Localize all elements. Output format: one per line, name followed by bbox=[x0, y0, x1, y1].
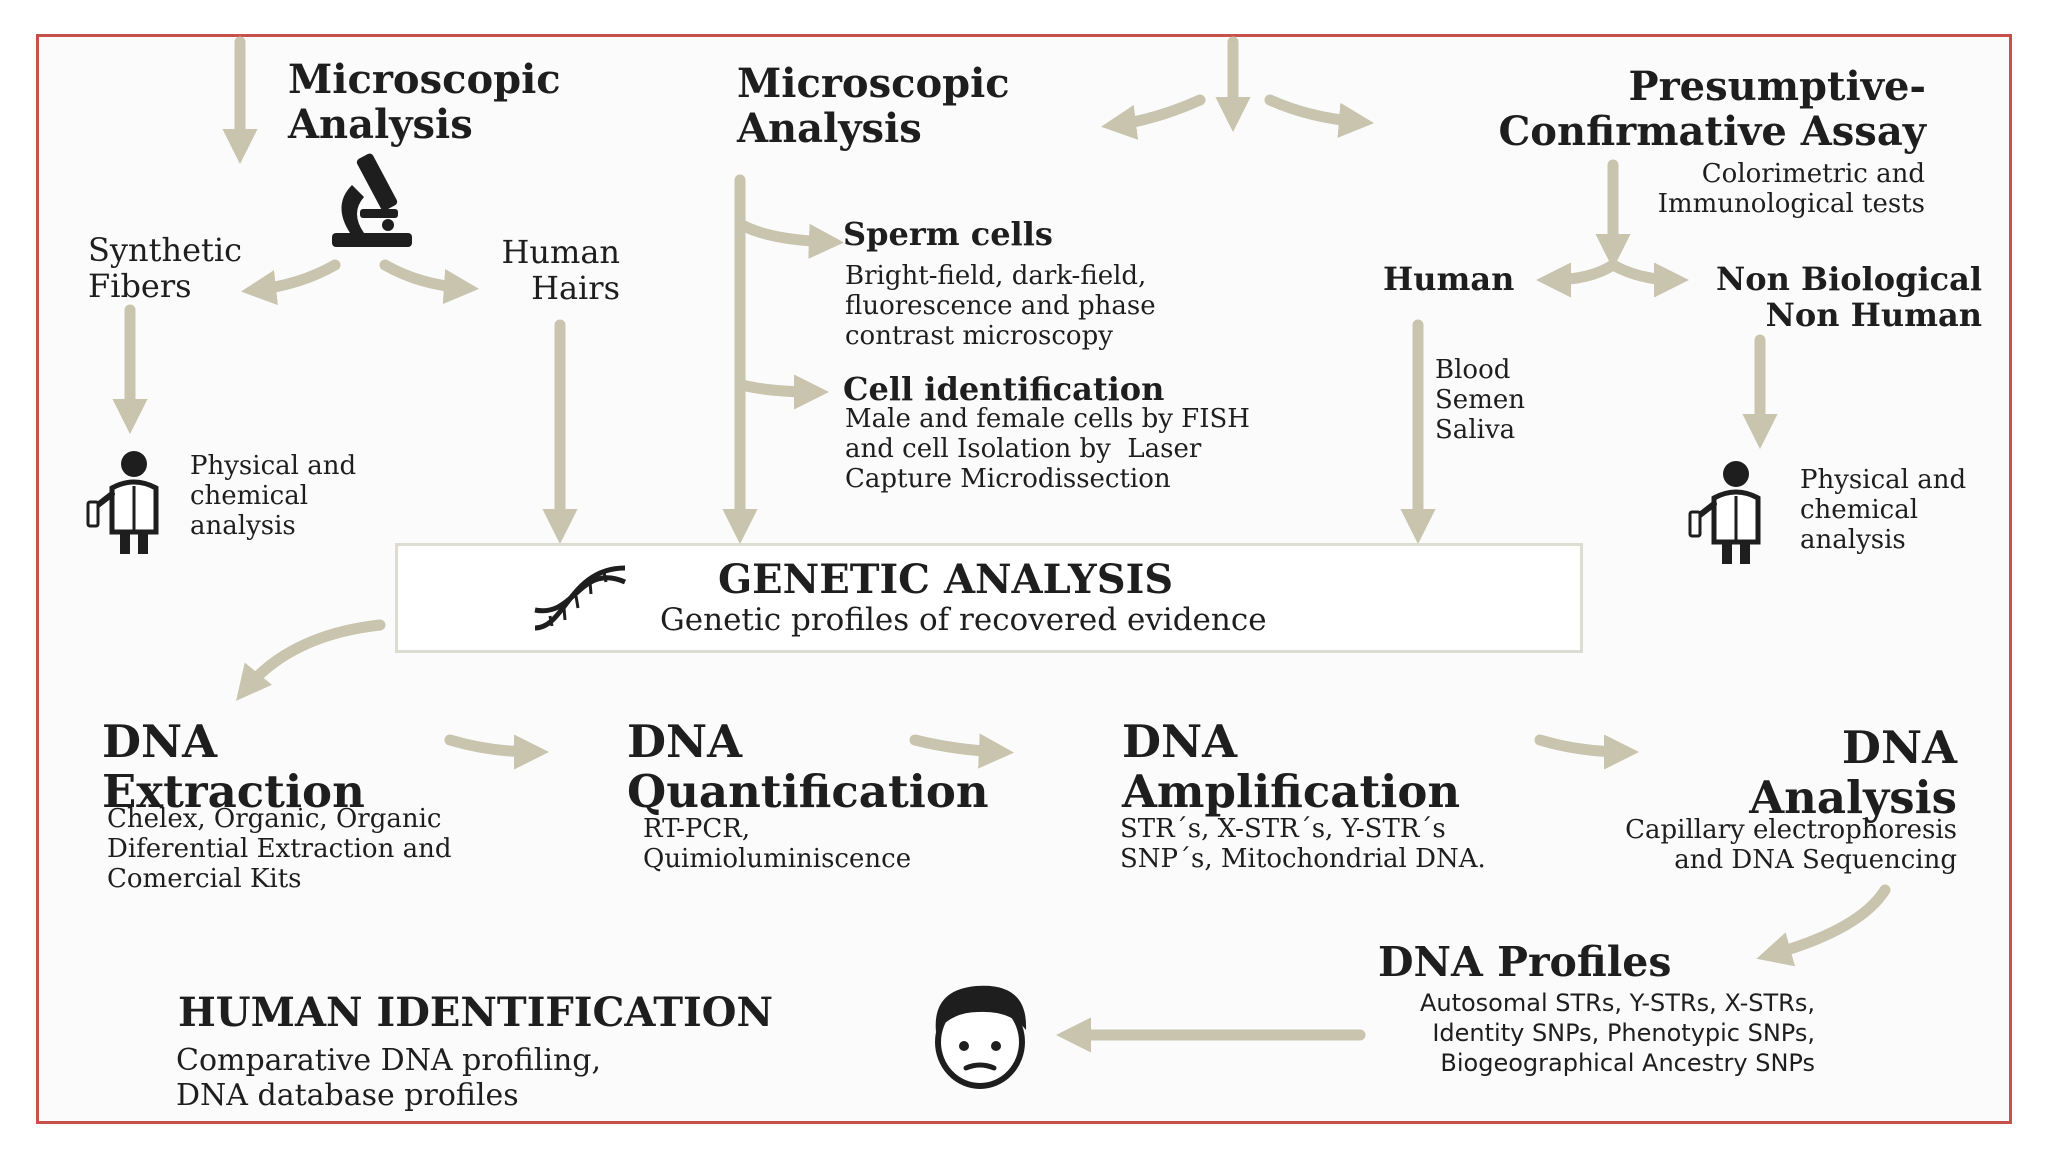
arrow-to-non-biological bbox=[1607, 259, 1690, 298]
dna-helix-icon bbox=[530, 560, 630, 639]
sperm-cells-text: Bright-field, dark-field, fluorescence a… bbox=[845, 261, 1156, 351]
step-analysis-text: Capillary electrophoresis and DNA Sequen… bbox=[1625, 815, 1957, 875]
scientist-icon bbox=[86, 448, 178, 562]
step-extraction-title: DNA Extraction bbox=[102, 715, 365, 819]
human-label: Human bbox=[1383, 260, 1515, 298]
arrow-center-right bbox=[1264, 94, 1375, 138]
arrow-to-sperm-cells bbox=[736, 219, 845, 259]
face-icon bbox=[918, 980, 1043, 1096]
microscope-icon bbox=[322, 145, 422, 254]
body-fluids-text: Blood Semen Saliva bbox=[1435, 355, 1525, 445]
col3-analysis-text: Physical and chemical analysis bbox=[1800, 465, 1967, 555]
cell-identification-text: Male and female cells by FISH and cell I… bbox=[845, 404, 1250, 494]
human-identification-title: HUMAN IDENTIFICATION bbox=[178, 989, 774, 1036]
arrow-to-human bbox=[1535, 259, 1619, 298]
genetic-analysis-subtitle: Genetic profiles of recovered evidence bbox=[660, 602, 1267, 638]
step-amplification-title: DNA Amplification bbox=[1122, 715, 1461, 819]
arrow-analysis-to-profiles bbox=[1756, 884, 1891, 967]
arrow-extraction-to-quantification bbox=[444, 734, 550, 770]
dna-profiles-title: DNA Profiles bbox=[1378, 938, 1672, 986]
synthetic-fibers-label: Synthetic Fibers bbox=[88, 231, 243, 305]
arrow-quantification-to-amplification bbox=[909, 733, 1015, 769]
col3-subtitle: Colorimetric and Immunological tests bbox=[1657, 159, 1925, 219]
scientist-icon bbox=[1688, 458, 1780, 572]
non-biological-label: Non Biological Non Human bbox=[1716, 260, 1982, 334]
sperm-cells-title: Sperm cells bbox=[843, 215, 1053, 253]
col3-title: Presumptive- Confirmative Assay bbox=[1498, 63, 1926, 155]
genetic-analysis-title: GENETIC ANALYSIS bbox=[718, 556, 1174, 603]
cell-identification-title: Cell identification bbox=[843, 370, 1165, 408]
step-analysis-title: DNA Analysis bbox=[1749, 721, 1957, 825]
step-quantification-title: DNA Quantification bbox=[627, 715, 989, 819]
arrow-to-cell-identification bbox=[736, 374, 830, 410]
arrow-to-synthetic-fibers bbox=[241, 259, 341, 306]
human-hairs-label: Human Hairs bbox=[501, 233, 620, 307]
arrow-amplification-to-analysis bbox=[1534, 734, 1640, 770]
step-quantification-text: RT-PCR, Quimioluminiscence bbox=[643, 814, 912, 874]
step-extraction-text: Chelex, Organic, Organic Diferential Ext… bbox=[107, 804, 452, 894]
arrow-center-left bbox=[1101, 94, 1206, 140]
arrow-genetic-to-extraction bbox=[236, 619, 386, 701]
col2-title: Microscopic Analysis bbox=[737, 60, 1010, 152]
arrow-to-human-hairs bbox=[379, 259, 480, 305]
step-amplification-text: STR´s, X-STR´s, Y-STR´s SNP´s, Mitochond… bbox=[1120, 814, 1486, 874]
genetic-analysis-box bbox=[395, 543, 1583, 653]
dna-profiles-text: Autosomal STRs, Y-STRs, X-STRs, Identity… bbox=[1419, 989, 1815, 1077]
human-identification-text: Comparative DNA profiling, DNA database … bbox=[176, 1043, 602, 1114]
col1-title: Microscopic Analysis bbox=[288, 56, 561, 148]
col1-analysis-text: Physical and chemical analysis bbox=[190, 451, 357, 541]
